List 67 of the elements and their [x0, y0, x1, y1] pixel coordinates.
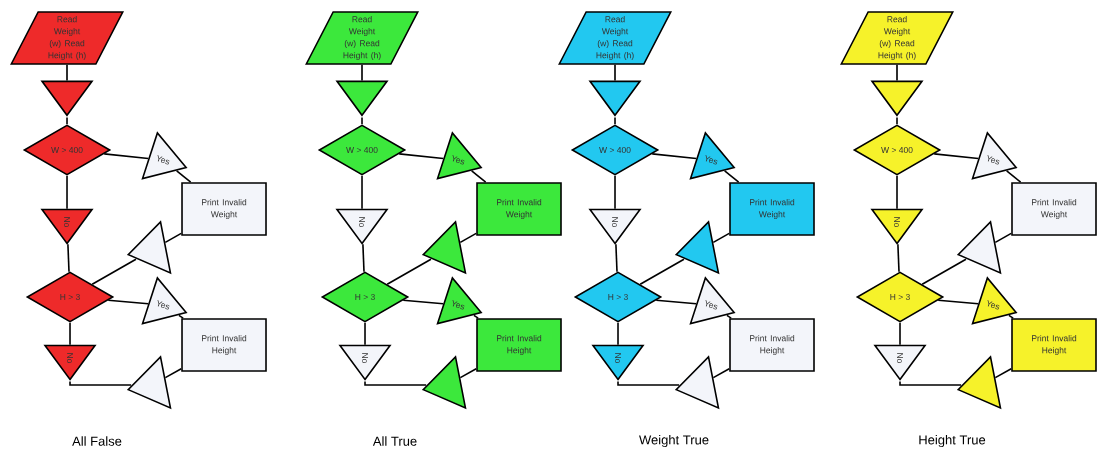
- process-box: Print Invalid Height: [476, 318, 562, 372]
- connector-line: [896, 175, 898, 210]
- connector-line: [651, 153, 698, 160]
- panel-caption: Weight True: [639, 434, 709, 448]
- connector-line: [69, 322, 71, 346]
- connector-line: [897, 243, 900, 273]
- panel-caption: All False: [72, 436, 122, 446]
- connector-line: [107, 299, 149, 305]
- connector-line: [361, 64, 363, 82]
- connector-line: [459, 232, 477, 244]
- connector-line: [361, 175, 363, 210]
- connector-line: [639, 258, 685, 286]
- connector-line: [164, 232, 182, 244]
- connector-line: [1005, 170, 1022, 183]
- connector-line: [726, 314, 732, 319]
- connector-line: [712, 232, 730, 244]
- connector-line: [67, 243, 70, 273]
- panel-caption: Height True: [919, 434, 986, 448]
- connector-line: [655, 299, 697, 305]
- connector-line: [66, 64, 68, 82]
- connector-line: [398, 153, 445, 160]
- connector-line: [896, 64, 898, 82]
- connector-line: [402, 299, 444, 305]
- connector-line: [459, 367, 477, 379]
- connector-line: [66, 116, 68, 125]
- connector-line: [614, 175, 616, 210]
- connector-line: [362, 243, 365, 273]
- connector-line: [364, 322, 366, 346]
- connector-line: [921, 258, 967, 286]
- connector-line: [896, 116, 898, 125]
- connector-line: [361, 116, 363, 125]
- connector-line: [175, 170, 192, 183]
- connector-line: [164, 367, 182, 379]
- connector-line: [1008, 314, 1014, 319]
- connector-line: [69, 380, 132, 386]
- connector-line: [617, 380, 680, 386]
- process-box: Print Invalid Weight: [729, 182, 815, 236]
- process-box: Print Invalid Weight: [181, 182, 267, 236]
- input-parallelogram: Read Weight (w) Read Height (h): [305, 11, 420, 65]
- connector-line: [473, 314, 479, 319]
- process-box: Print Invalid Height: [729, 318, 815, 372]
- connector-line: [994, 232, 1012, 244]
- input-parallelogram: Read Weight (w) Read Height (h): [558, 11, 673, 65]
- process-box: Print Invalid Height: [181, 318, 267, 372]
- process-box: Print Invalid Weight: [1011, 182, 1097, 236]
- connector-line: [614, 116, 616, 125]
- connector-line: [66, 175, 68, 210]
- connector-line: [178, 314, 184, 319]
- connector-line: [899, 380, 962, 386]
- connector-line: [103, 153, 150, 160]
- connector-line: [617, 322, 619, 346]
- connector-line: [712, 367, 730, 379]
- connector-line: [723, 170, 740, 183]
- connector-line: [899, 322, 901, 346]
- connector-line: [386, 258, 432, 286]
- connector-line: [615, 243, 618, 273]
- connector-line: [91, 258, 137, 286]
- connector-line: [364, 380, 427, 386]
- input-parallelogram: Read Weight (w) Read Height (h): [10, 11, 125, 65]
- connector-line: [933, 153, 980, 160]
- panel-caption: All True: [372, 436, 417, 446]
- connector-line: [994, 367, 1012, 379]
- connector-line: [614, 64, 616, 82]
- process-box: Print Invalid Height: [1011, 318, 1097, 372]
- connector-line: [937, 299, 979, 305]
- process-box: Print Invalid Weight: [476, 182, 562, 236]
- connector-line: [470, 170, 487, 183]
